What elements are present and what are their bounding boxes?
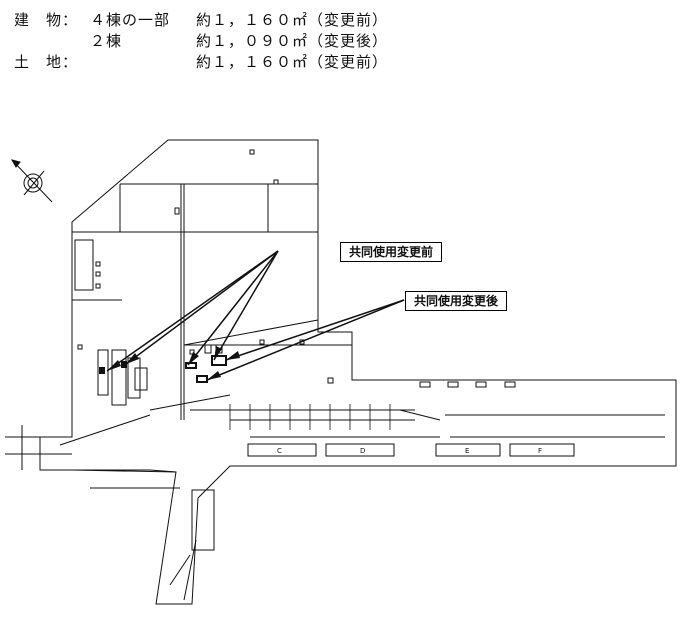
building-label: 建 物： [14,11,79,29]
land-label: 土 地： [14,53,79,71]
land-area: 約１，１６０㎡（変更前） [196,53,389,71]
warehouse-f-label: F [538,447,542,455]
building-row2-desc: ２棟 [90,32,123,50]
facility-summary: 建 物： ４棟の一部 約１，１６０㎡（変更前） ２棟 約１，０９０㎡（変更後） … [0,0,694,80]
callout-after-change: 共同使用変更後 [405,291,508,311]
entrance-road [5,425,72,470]
internal-roads [59,183,352,489]
callout-arrowheads [107,346,240,380]
building-row2-area: 約１，０９０㎡（変更後） [196,32,389,50]
south-pier [169,489,215,601]
building-row1-desc: ４棟の一部 [90,11,171,29]
callout-leaders [106,250,405,381]
warehouse-c-label: C [277,447,282,455]
buildings-west [74,149,305,406]
shared-use-buildings [99,355,227,383]
building-row1-area: 約１，１６０㎡（変更前） [196,11,389,29]
warehouses [247,443,575,457]
site-boundary [39,139,677,605]
rail-tracks [190,409,665,438]
north-arrow-icon [10,159,53,203]
callout-before-change: 共同使用変更前 [340,242,443,262]
track-ties [229,404,391,430]
warehouse-d-label: D [360,447,365,455]
structures-east [327,377,516,388]
warehouse-e-label: E [465,447,469,455]
